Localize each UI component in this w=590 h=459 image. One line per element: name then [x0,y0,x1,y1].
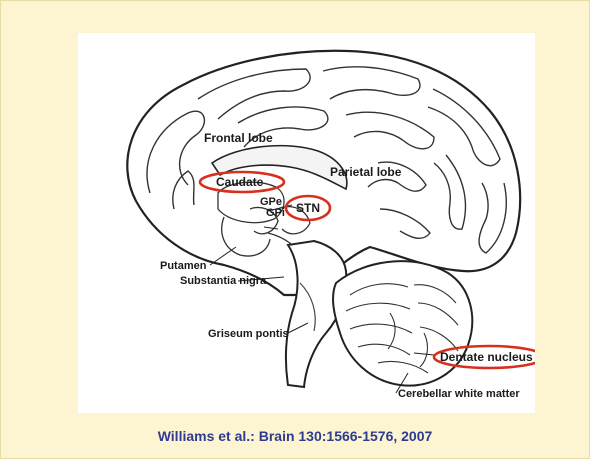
label-putamen: Putamen [160,260,207,272]
label-griseum-pontis: Griseum pontis [208,328,289,340]
label-gpi: GPi [266,207,285,219]
label-substantia-nigra: Substantia nigra [180,275,267,287]
label-frontal-lobe: Frontal lobe [204,131,273,145]
label-stn: STN [296,201,320,215]
brain-sagittal-diagram: Frontal lobe Parietal lobe Caudate GPe G… [78,33,535,413]
label-caudate: Caudate [216,175,264,189]
label-parietal-lobe: Parietal lobe [330,165,402,179]
citation-text: Williams et al.: Brain 130:1566-1576, 20… [0,428,590,444]
cerebellum-outline [333,261,472,385]
label-cerebellar-white-matter: Cerebellar white matter [398,388,520,400]
brain-figure-panel: Frontal lobe Parietal lobe Caudate GPe G… [78,33,535,413]
label-dentate-nucleus: Dentate nucleus [440,350,533,364]
